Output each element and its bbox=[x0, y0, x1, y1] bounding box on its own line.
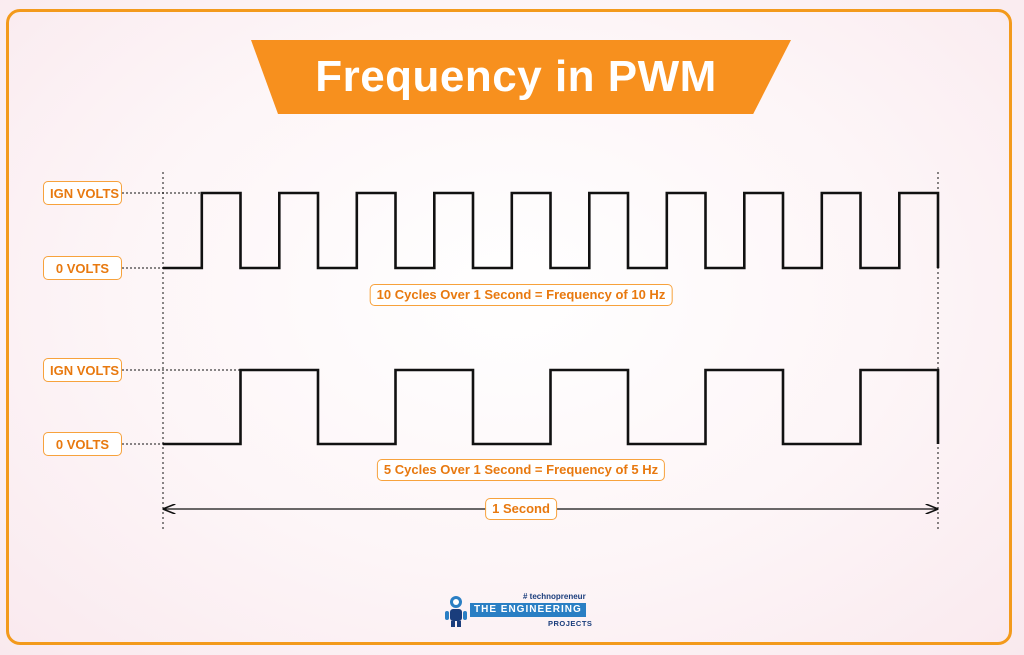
brand-logo: # technopreneur THE ENGINEERING PROJECTS bbox=[443, 592, 592, 632]
logo-name: THE ENGINEERING bbox=[470, 603, 586, 617]
logo-sub: PROJECTS bbox=[548, 619, 593, 628]
robot-icon bbox=[445, 596, 467, 627]
wave-10hz bbox=[163, 191, 940, 270]
wave2-high-label: IGN VOLTS bbox=[43, 358, 122, 382]
wave1-high-label: IGN VOLTS bbox=[43, 181, 122, 205]
wave1-caption: 10 Cycles Over 1 Second = Frequency of 1… bbox=[369, 284, 673, 306]
wave2-caption: 5 Cycles Over 1 Second = Frequency of 5 … bbox=[376, 459, 666, 481]
title-banner: Frequency in PWM bbox=[251, 40, 791, 114]
page-title: Frequency in PWM bbox=[315, 52, 717, 101]
wave-5hz bbox=[163, 368, 940, 446]
wave1-low-label: 0 VOLTS bbox=[43, 256, 122, 280]
duration-label: 1 Second bbox=[485, 498, 557, 520]
wave2-low-label: 0 VOLTS bbox=[43, 432, 122, 456]
logo-tagline: # technopreneur bbox=[523, 592, 586, 601]
outer-frame bbox=[6, 9, 1012, 645]
